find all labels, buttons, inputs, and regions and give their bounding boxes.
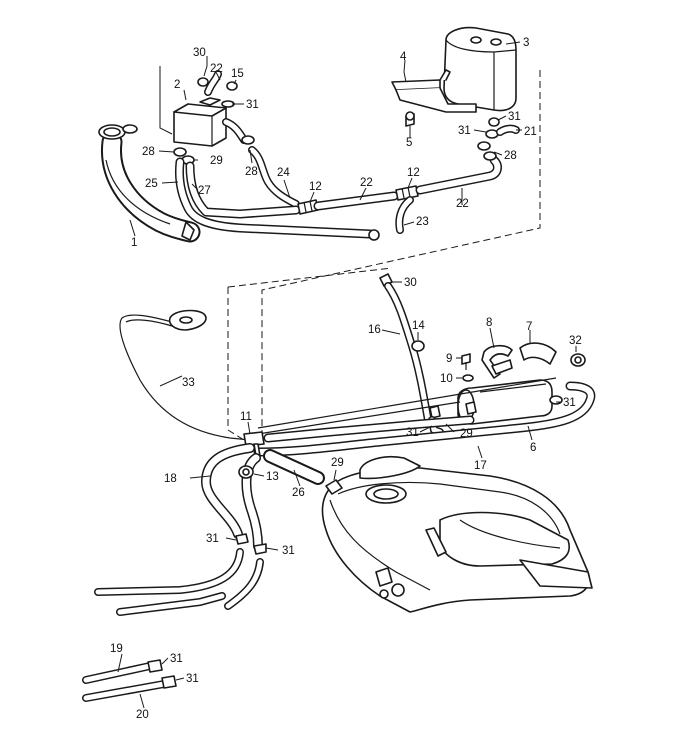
callout-13: 13 bbox=[266, 471, 279, 483]
callout-31-reservoir: 31 bbox=[246, 99, 259, 111]
callout-4: 4 bbox=[400, 51, 407, 63]
expansion-reservoir bbox=[173, 97, 227, 147]
callout-14: 14 bbox=[412, 320, 425, 332]
callout-6: 6 bbox=[530, 442, 536, 454]
charcoal-canister bbox=[443, 26, 517, 112]
vent-line-16 bbox=[379, 273, 444, 436]
mounting-strap bbox=[519, 342, 557, 365]
canister-bracket-8 bbox=[481, 344, 513, 379]
callout-17: 17 bbox=[474, 460, 487, 472]
callout-21-top-left: 22 bbox=[210, 63, 223, 75]
long-hose-17 bbox=[253, 377, 596, 457]
bolt-9 bbox=[461, 353, 471, 370]
vent-line-33 bbox=[119, 309, 251, 441]
callout-9: 9 bbox=[446, 353, 452, 365]
callout-28-left: 28 bbox=[142, 146, 155, 158]
leader-lines bbox=[117, 41, 577, 709]
callout-27: 27 bbox=[198, 185, 211, 197]
callout-15: 15 bbox=[231, 68, 244, 80]
callout-31-canister-top: 31 bbox=[508, 111, 521, 123]
callout-labels: 30 22 15 2 31 28 29 28 25 27 24 12 22 12… bbox=[110, 37, 582, 721]
callout-30-top: 30 bbox=[404, 277, 417, 289]
callout-29-tank-text: 29 bbox=[331, 457, 344, 469]
callout-21-right: 21 bbox=[524, 126, 537, 138]
nut-10 bbox=[462, 374, 474, 382]
reservoir-hoses bbox=[204, 70, 300, 208]
callout-7: 7 bbox=[526, 321, 532, 333]
hose-26 bbox=[263, 449, 325, 485]
callout-12-left: 12 bbox=[309, 181, 322, 193]
callout-23: 23 bbox=[416, 216, 429, 228]
callout-18: 18 bbox=[164, 473, 177, 485]
callout-31-lower-mid: 31 bbox=[282, 545, 295, 557]
callout-29-left: 29 bbox=[210, 155, 223, 167]
canister-fittings bbox=[405, 111, 520, 161]
filler-neck-hose bbox=[98, 124, 201, 243]
callout-33: 33 bbox=[182, 377, 195, 389]
callout-31-right: 31 bbox=[563, 397, 576, 409]
canister-bracket bbox=[391, 69, 477, 113]
fuel-tank bbox=[321, 455, 593, 613]
lower-left-hoses bbox=[94, 548, 264, 616]
callout-31-top-left: 30 bbox=[193, 47, 206, 59]
callout-28-mid: 28 bbox=[245, 166, 258, 178]
connectors-and-hoses-22 bbox=[297, 155, 502, 234]
callout-22-mid: 22 bbox=[360, 177, 373, 189]
grommet-13 bbox=[238, 465, 254, 479]
callout-22-right-text: 22 bbox=[456, 198, 469, 210]
callout-5: 5 bbox=[406, 137, 412, 149]
callout-1: 1 bbox=[131, 237, 137, 249]
callout-2: 2 bbox=[174, 79, 180, 91]
callout-11: 11 bbox=[240, 411, 252, 423]
hose-18 bbox=[201, 443, 263, 551]
callout-28-right: 28 bbox=[504, 150, 517, 162]
lower-left-clamps bbox=[235, 533, 267, 555]
dashed-reference-lines bbox=[227, 70, 541, 441]
callout-20: 20 bbox=[136, 709, 149, 721]
callout-32: 32 bbox=[569, 335, 582, 347]
callout-30-bottom: 29 bbox=[460, 428, 473, 440]
callout-31-bottom-upper: 31 bbox=[170, 653, 183, 665]
grommet-14 bbox=[411, 340, 425, 352]
callout-31-mid: 31 bbox=[406, 427, 419, 439]
callout-24: 24 bbox=[277, 167, 290, 179]
callout-10: 10 bbox=[440, 373, 453, 385]
callout-31-canister-mid: 31 bbox=[458, 125, 471, 137]
grommet-32 bbox=[570, 353, 586, 367]
callout-8: 8 bbox=[486, 317, 492, 329]
hoses-25-27 bbox=[175, 157, 380, 241]
callout-12-right: 12 bbox=[407, 167, 420, 179]
callout-31-bottom-lower: 31 bbox=[186, 673, 199, 685]
callout-19: 19 bbox=[110, 643, 123, 655]
hoses-19-20 bbox=[82, 659, 177, 702]
t-connector-11 bbox=[243, 431, 265, 457]
callout-31-lower-left: 31 bbox=[206, 533, 219, 545]
callout-25: 25 bbox=[145, 178, 158, 190]
callout-26: 26 bbox=[292, 487, 305, 499]
callout-16: 16 bbox=[368, 324, 381, 336]
callout-3: 3 bbox=[523, 37, 529, 49]
